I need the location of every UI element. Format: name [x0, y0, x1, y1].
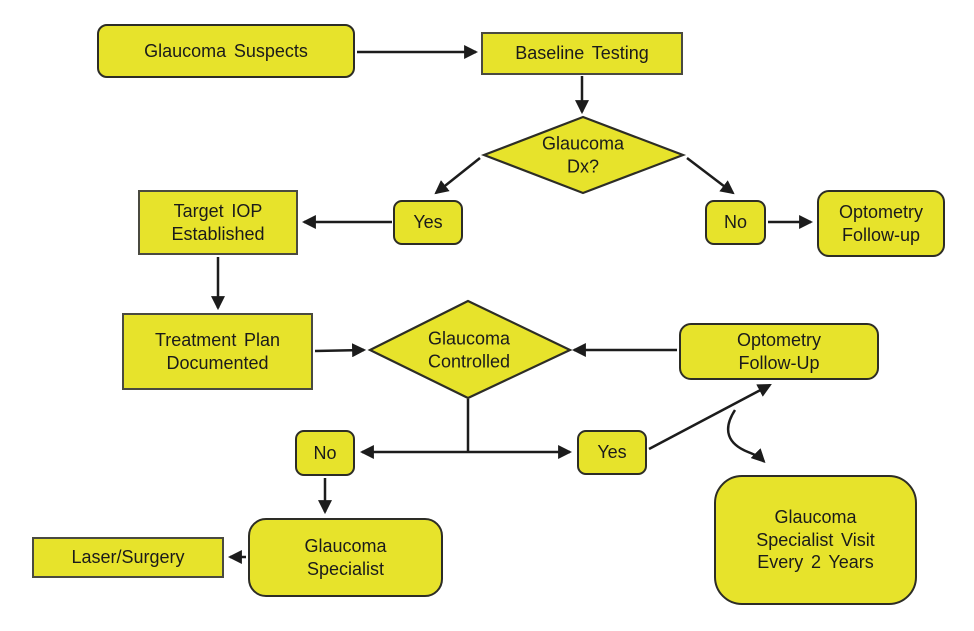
decision-glaucoma-dx-shape [480, 115, 687, 195]
node-yes-glaucoma-dx: Yes [393, 200, 463, 245]
node-glaucoma-specialist: Glaucoma Specialist [248, 518, 443, 597]
arrow-dx-to-no [686, 157, 735, 195]
node-glaucoma-suspects: Glaucoma Suspects [97, 24, 355, 78]
arrow-yes-to-optometry-followup [648, 383, 772, 451]
node-treatment-plan-documented: Treatment Plan Documented [122, 313, 313, 390]
node-no-glaucoma-dx: No [705, 200, 766, 245]
decision-glaucoma-controlled-label: Glaucoma Controlled [427, 328, 511, 372]
node-yes-glaucoma-controlled: Yes [577, 430, 647, 475]
decision-glaucoma-controlled-shape [367, 299, 573, 400]
arrow-optometry-followup-to-specialist-visit [726, 409, 766, 463]
arrow-treatment-plan-to-controlled [314, 343, 367, 358]
node-no-glaucoma-controlled: No [295, 430, 355, 476]
arrow-dx-to-yes [434, 157, 481, 195]
node-glaucoma-specialist-visit: Glaucoma Specialist Visit Every 2 Years [714, 475, 917, 605]
node-target-iop-established: Target IOP Established [138, 190, 298, 255]
node-baseline-testing: Baseline Testing [481, 32, 683, 75]
decision-glaucoma-dx-label: Glaucoma Dx? [541, 133, 625, 177]
node-laser-surgery: Laser/Surgery [32, 537, 224, 578]
node-optometry-follow-up-initial: Optometry Follow-up [817, 190, 945, 257]
node-optometry-follow-up-ongoing: Optometry Follow-Up [679, 323, 879, 380]
